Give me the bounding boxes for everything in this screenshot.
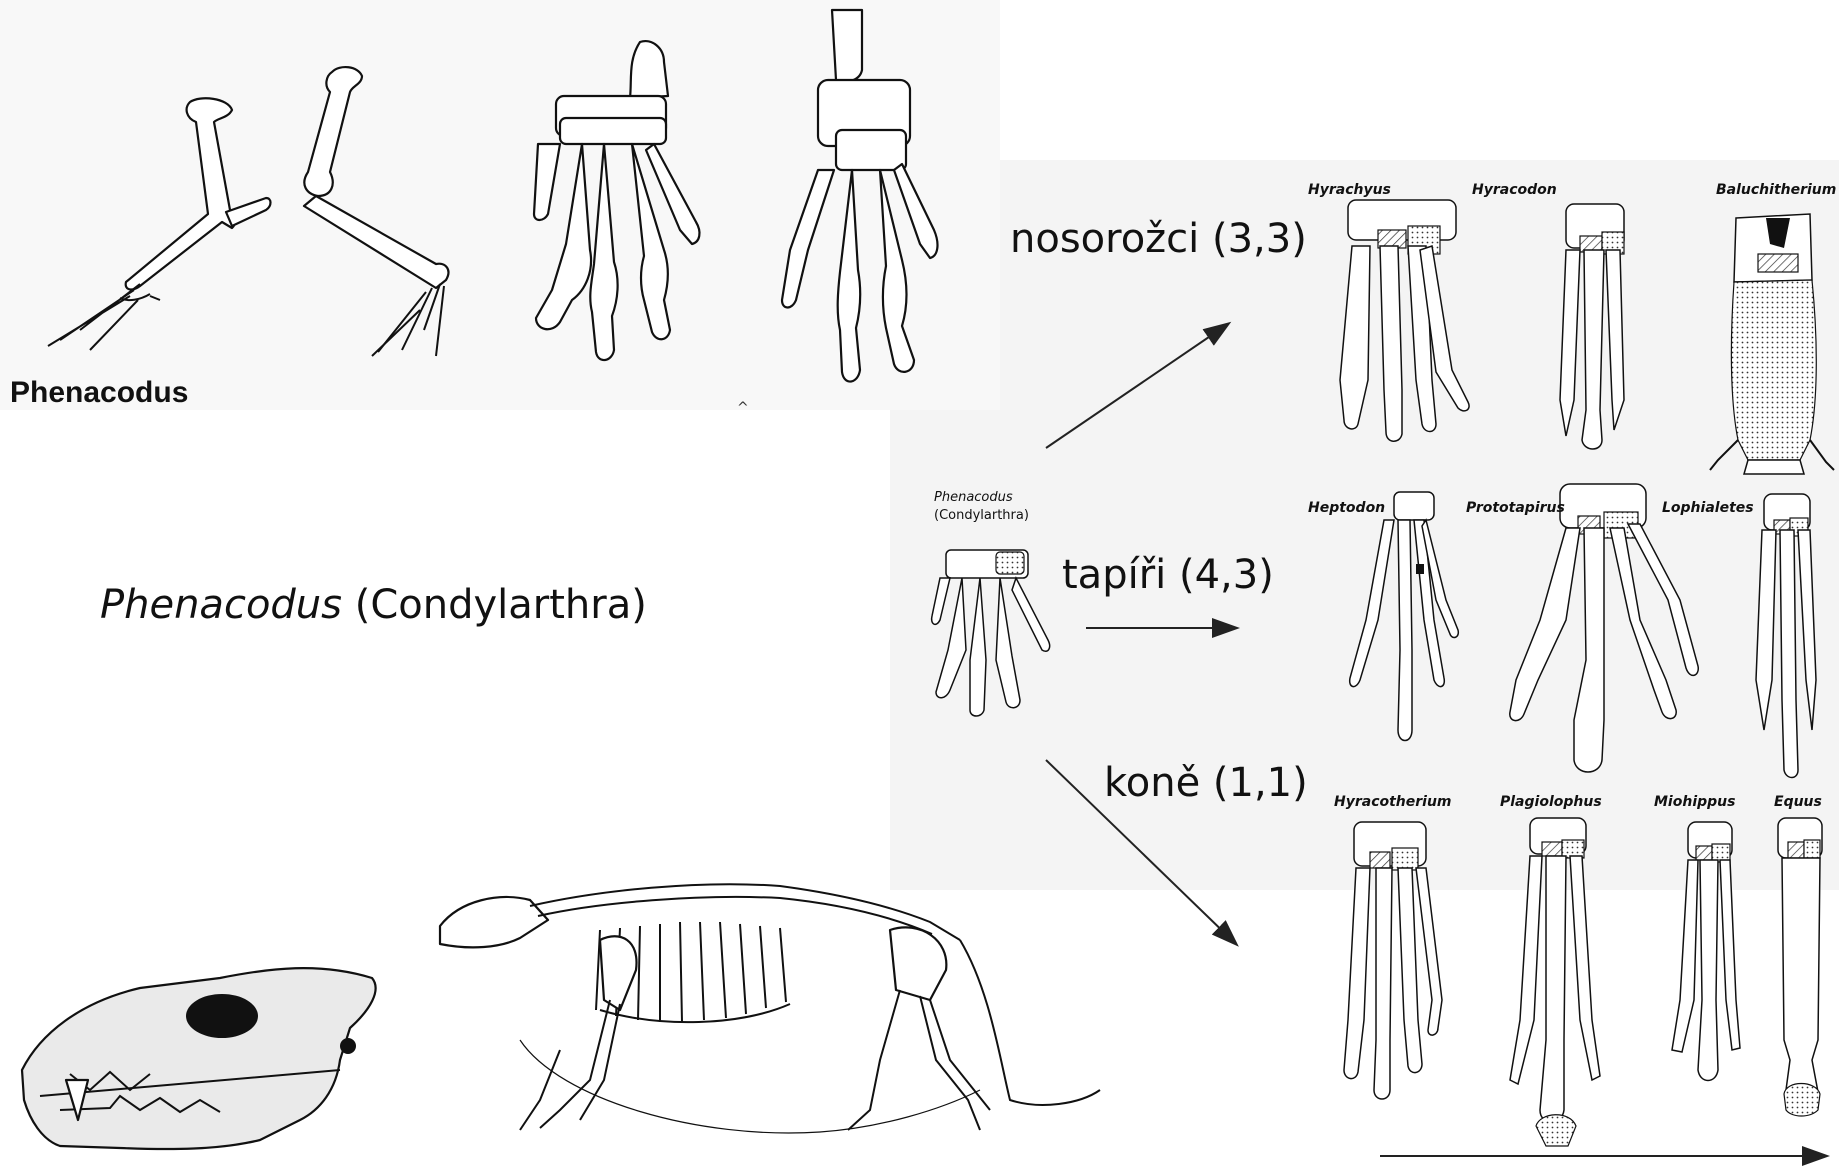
genus-label-miohippus: Miohippus	[1654, 794, 1735, 810]
lineage-label-rhinos: nosorožci (3,3)	[1010, 216, 1307, 262]
lineage-label-tapirs: tapíři (4,3)	[1062, 552, 1274, 598]
lineage-label-horses: koně (1,1)	[1104, 760, 1308, 806]
caret-mark: ^	[737, 400, 749, 416]
genus-label-prototapirus: Prototapirus	[1466, 500, 1565, 516]
genus-label-hyracotherium: Hyracotherium	[1334, 794, 1452, 810]
genus-label-equus: Equus	[1774, 794, 1822, 810]
center-caption-group: (Condylarthra)	[355, 582, 647, 628]
genus-label-baluchitherium: Baluchitherium	[1716, 182, 1836, 198]
hyracodon-foot	[1560, 204, 1624, 449]
top-left-caption: Phenacodus	[10, 376, 188, 409]
genus-label-hyracodon: Hyracodon	[1472, 182, 1557, 198]
center-caption: Phenacodus (Condylarthra)	[100, 582, 647, 628]
root-group-label: (Condylarthra)	[934, 508, 1029, 523]
skeleton-illustration	[440, 884, 1100, 1133]
genus-label-plagiolophus: Plagiolophus	[1500, 794, 1602, 810]
skull-illustration	[22, 968, 376, 1149]
genus-label-hyrachyus: Hyrachyus	[1308, 182, 1391, 198]
center-caption-genus: Phenacodus	[100, 582, 342, 628]
genus-label-lophialetes: Lophialetes	[1662, 500, 1754, 516]
equus-foot	[1778, 818, 1822, 1116]
genus-label-heptodon: Heptodon	[1308, 500, 1385, 516]
root-genus-label: Phenacodus	[934, 490, 1013, 505]
